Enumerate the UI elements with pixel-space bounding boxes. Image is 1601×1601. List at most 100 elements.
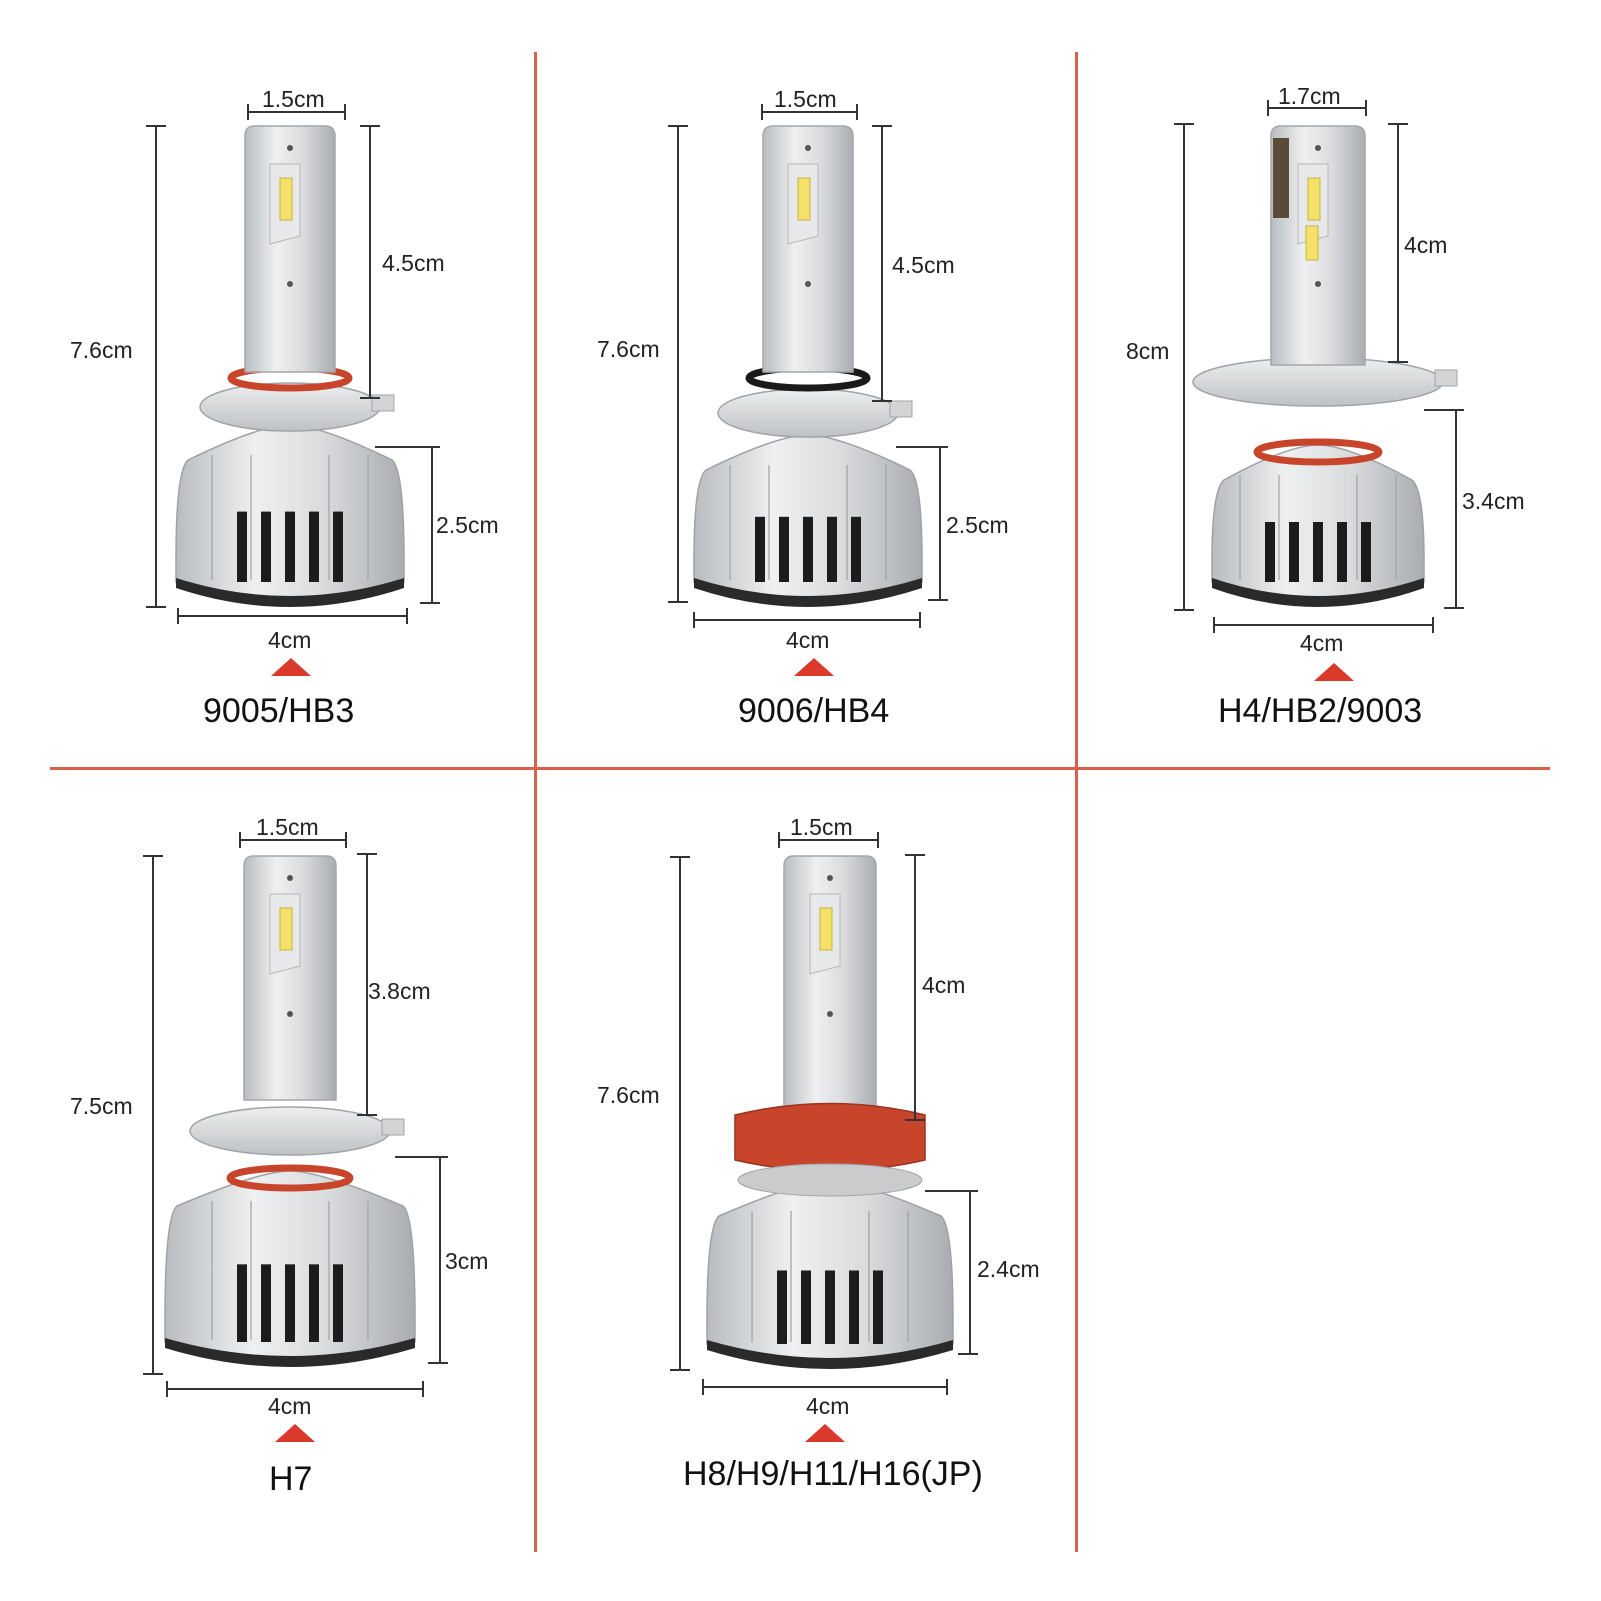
bulb-9005-drawing xyxy=(175,125,405,607)
dim-chip: 4.5cm xyxy=(382,250,445,276)
model-label: H4/HB2/9003 xyxy=(1218,692,1423,730)
fin-slot xyxy=(309,511,319,582)
fin-slot xyxy=(873,1270,883,1344)
dim-width-base: 4cm xyxy=(1300,630,1344,656)
fin-slot xyxy=(777,1270,787,1344)
model-label: H7 xyxy=(269,1460,313,1498)
dim-line-width-base-h7 xyxy=(166,1381,424,1397)
dim-chip: 3.8cm xyxy=(368,978,431,1004)
divider-vertical-left xyxy=(534,52,537,1552)
dim-line-total-9005 xyxy=(146,125,166,608)
fin-slot xyxy=(237,1264,247,1342)
base-rim xyxy=(694,578,922,607)
dim-total: 7.6cm xyxy=(597,336,660,362)
fin-slot xyxy=(803,516,813,582)
dim-chip: 4cm xyxy=(922,972,966,998)
dim-width-base: 4cm xyxy=(786,627,830,653)
fin-slot xyxy=(1361,522,1371,582)
dim-chip: 4cm xyxy=(1404,232,1448,258)
dim-line-chip-9005 xyxy=(360,125,380,399)
fin-slot xyxy=(755,516,765,582)
fin-slot xyxy=(285,1264,295,1342)
screw-dot xyxy=(1315,281,1321,287)
dim-width-top: 1.5cm xyxy=(790,814,853,840)
fin-slot xyxy=(779,516,789,582)
marker-arrow-h11 xyxy=(805,1424,845,1442)
dim-line-base-9006 xyxy=(896,446,948,601)
dim-line-width-top-h7 xyxy=(239,832,347,848)
dim-width-base: 4cm xyxy=(268,627,312,653)
dim-line-width-base-h4 xyxy=(1213,617,1434,633)
fin-slot xyxy=(333,1264,343,1342)
screw-dot xyxy=(805,281,811,287)
dim-line-base-h11 xyxy=(925,1190,978,1355)
dim-line-total-h11 xyxy=(670,856,690,1371)
fin-slot xyxy=(285,511,295,582)
fin-slot xyxy=(825,1270,835,1344)
bulb-h7-drawing xyxy=(164,855,416,1367)
fin-slot xyxy=(851,516,861,582)
led-blade xyxy=(243,855,337,1101)
seal-ring xyxy=(226,1164,354,1192)
dim-total: 7.5cm xyxy=(70,1093,133,1119)
led-chip xyxy=(797,177,811,221)
dim-width-base: 4cm xyxy=(806,1393,850,1419)
fin-slot xyxy=(261,511,271,582)
dim-base: 2.5cm xyxy=(946,512,1009,538)
screw-dot xyxy=(287,1011,293,1017)
divider-horizontal xyxy=(50,767,1550,770)
led-chip xyxy=(279,177,293,221)
fin-slot xyxy=(309,1264,319,1342)
dim-line-width-base-h11 xyxy=(702,1379,948,1395)
dim-line-chip-h4 xyxy=(1388,123,1408,363)
dim-line-width-top-h11 xyxy=(778,832,879,848)
base-rim xyxy=(1212,578,1424,607)
dim-line-total-h4 xyxy=(1174,123,1194,611)
screw-dot xyxy=(287,875,293,881)
fin-slot xyxy=(333,511,343,582)
fin-slot xyxy=(237,511,247,582)
base-rim xyxy=(176,578,404,607)
led-blade xyxy=(762,125,854,373)
dim-width-top: 1.7cm xyxy=(1278,83,1341,109)
model-label: 9005/HB3 xyxy=(203,692,355,730)
led-chip xyxy=(819,907,833,951)
dim-width-top: 1.5cm xyxy=(262,86,325,112)
screw-dot xyxy=(1315,145,1321,151)
dim-base: 3.4cm xyxy=(1462,488,1525,514)
seal-ring xyxy=(1253,438,1383,466)
screw-dot xyxy=(827,1011,833,1017)
model-label: 9006/HB4 xyxy=(738,692,890,730)
collar-h11 xyxy=(737,1163,923,1197)
dim-line-base-9005 xyxy=(375,446,440,604)
shield-cap xyxy=(1273,138,1289,218)
divider-vertical-right xyxy=(1075,52,1078,1552)
dim-base: 2.5cm xyxy=(436,512,499,538)
dim-line-chip-h7 xyxy=(357,853,377,1116)
marker-arrow-h4 xyxy=(1314,663,1354,681)
dim-total: 7.6cm xyxy=(70,337,133,363)
dim-line-base-h4 xyxy=(1424,409,1464,609)
screw-dot xyxy=(805,145,811,151)
fin-slot xyxy=(261,1264,271,1342)
dim-line-width-base-9006 xyxy=(693,612,921,628)
screw-dot xyxy=(287,145,293,151)
dim-line-total-9006 xyxy=(668,125,688,603)
dim-width-base: 4cm xyxy=(268,1393,312,1419)
dim-line-width-base-9005 xyxy=(177,608,408,624)
dim-line-width-top-9005 xyxy=(247,104,346,120)
flange-tab xyxy=(889,400,913,418)
screw-dot xyxy=(287,281,293,287)
fin-slot xyxy=(827,516,837,582)
screw-dot xyxy=(827,875,833,881)
marker-arrow-9005 xyxy=(271,658,311,676)
dim-line-total-h7 xyxy=(143,855,163,1375)
marker-arrow-h7 xyxy=(275,1424,315,1442)
dim-chip: 4.5cm xyxy=(892,252,955,278)
flange-tab xyxy=(381,1118,405,1136)
flange xyxy=(717,388,899,438)
fin-slot xyxy=(849,1270,859,1344)
fin-slot xyxy=(801,1270,811,1344)
dim-width-top: 1.5cm xyxy=(774,86,837,112)
